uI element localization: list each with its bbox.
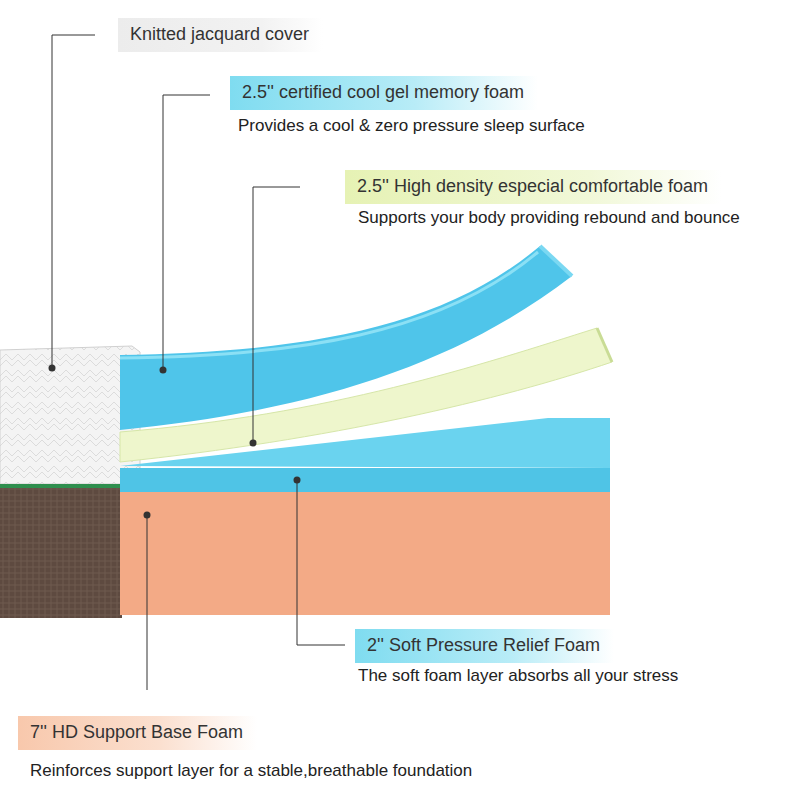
gel-foam-edge [540,246,572,276]
layer-description: The soft foam layer absorbs all your str… [358,666,678,686]
base-foam [120,490,610,615]
layer-heading: 2'' Soft Pressure Relief Foam [355,629,614,663]
cover-trim [0,484,122,488]
layer-heading: 2.5'' certified cool gel memory foam [230,76,538,110]
layer-description: Provides a cool & zero pressure sleep su… [238,116,585,136]
gel-foam [120,246,572,430]
soft-foam [120,468,610,492]
knitted-cover [0,346,140,484]
layer-heading: Knitted jacquard cover [118,18,323,52]
layer-heading: 2.5'' High density especial comfortable … [345,170,722,204]
leader-dots [49,365,301,519]
layer-description: Reinforces support layer for a stable,br… [30,761,472,781]
comfort-foam-edge [597,328,612,362]
gel-foam-highlight [120,252,538,358]
layer-description: Supports your body providing rebound and… [358,208,740,228]
cover-base [0,488,122,618]
layer-heading: 7'' HD Support Base Foam [18,716,257,750]
